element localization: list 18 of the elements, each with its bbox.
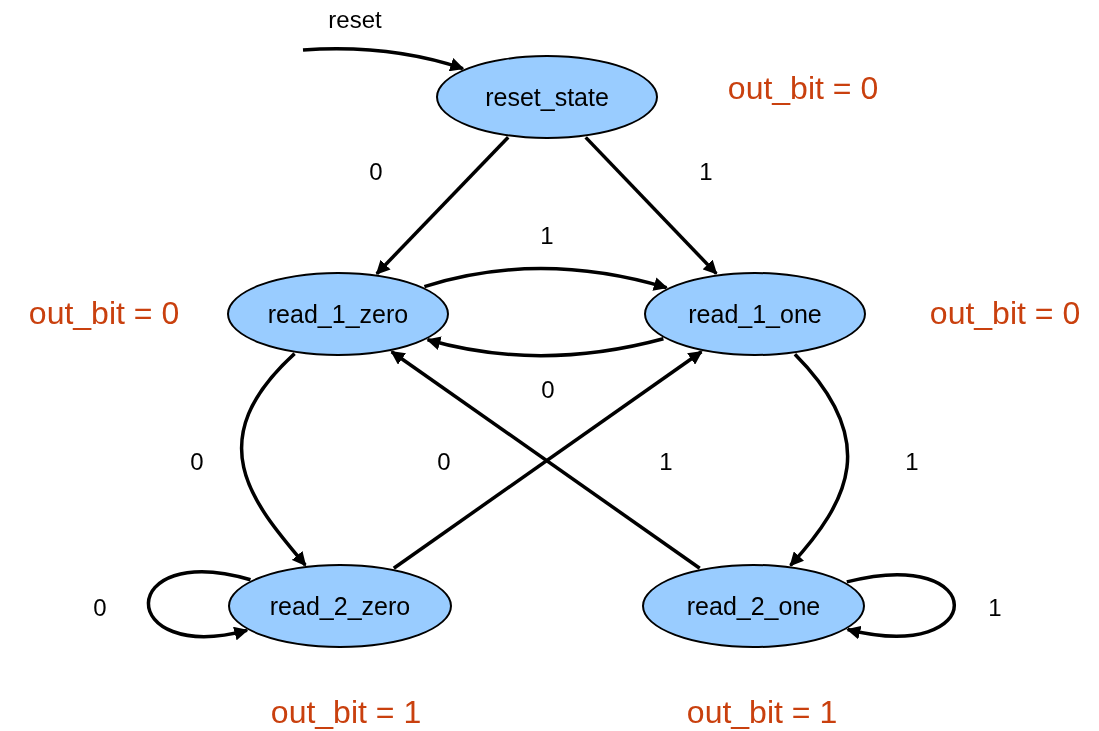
state-name: read_2_one: [686, 591, 821, 621]
arrow: [302, 47, 465, 72]
arrow: [147, 570, 251, 640]
arrow: [584, 136, 718, 275]
output-label: out_bit = 0: [929, 294, 1081, 332]
output-label: out_bit = 1: [270, 693, 422, 731]
output-label: out_bit = 1: [686, 693, 838, 731]
output-label: out_bit = 0: [28, 294, 180, 332]
state-name: read_1_zero: [267, 299, 409, 329]
state-name: reset_state: [485, 82, 609, 112]
state-name: read_2_zero: [269, 591, 411, 621]
state-name: read_1_one: [688, 299, 822, 329]
arrow: [846, 573, 956, 639]
output-label: out_bit = 0: [727, 69, 879, 107]
arrow: [423, 266, 668, 292]
arrow: [375, 136, 510, 275]
arrow: [426, 336, 664, 358]
arrow: [789, 353, 850, 567]
